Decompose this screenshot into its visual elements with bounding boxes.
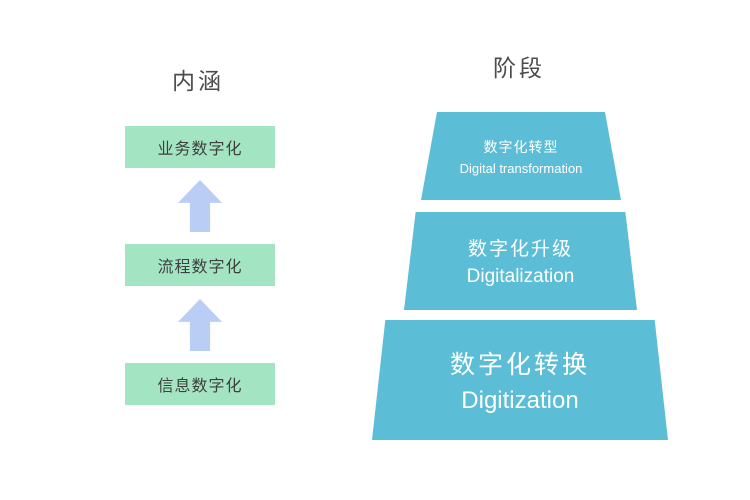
pyramid-top-label-en: Digital transformation xyxy=(459,160,583,176)
up-arrow-icon-1 xyxy=(178,180,222,232)
up-arrow-icon-2 xyxy=(178,299,222,351)
pyramid-middle-label-en: Digitalization xyxy=(466,266,575,287)
left-column-title: 内涵 xyxy=(172,68,224,94)
pyramid-top-label-zh: 数字化转型 xyxy=(483,138,559,155)
pyramid-bottom-label-en: Digitization xyxy=(461,387,579,414)
box-information-digitization: 信息数字化 xyxy=(125,363,275,405)
pyramid-bottom-label-zh: 数字化转换 xyxy=(449,351,590,379)
box-process-digitization: 流程数字化 xyxy=(125,244,275,286)
pyramid-level-bottom: 数字化转换 Digitization xyxy=(372,320,668,440)
pyramid-level-top: 数字化转型 Digital transformation xyxy=(421,112,621,200)
right-column-title: 阶段 xyxy=(493,55,545,81)
pyramid-middle-label-zh: 数字化升级 xyxy=(467,239,573,260)
pyramid-level-middle: 数字化升级 Digitalization xyxy=(404,212,637,310)
box-business-digitization: 业务数字化 xyxy=(125,126,275,168)
